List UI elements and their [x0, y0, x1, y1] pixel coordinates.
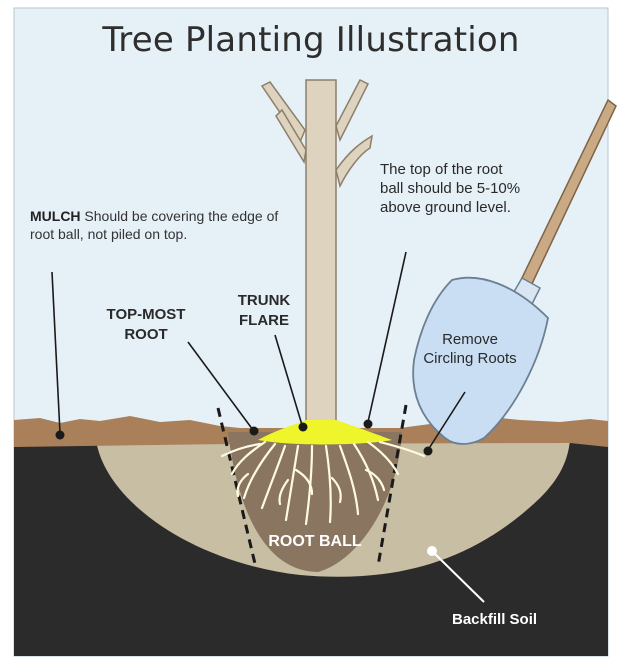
root-ball-label: ROOT BALL [240, 533, 390, 551]
mulch-heading: MULCH [30, 208, 81, 224]
page-title: Tree Planting Illustration [0, 20, 622, 60]
root-ball-height-note: The top of the root ball should be 5-10%… [380, 160, 530, 217]
top-most-root-label: TOP-MOST ROOT [86, 305, 206, 345]
backfill-soil-label: Backfill Soil [452, 611, 592, 628]
trunk-flare-label: TRUNK FLARE [224, 291, 304, 331]
remove-roots-label: Remove Circling Roots [420, 330, 520, 368]
backfill-dot [427, 546, 437, 556]
mulch-label: MULCH Should be covering the edge of roo… [30, 207, 280, 243]
tree-trunk [306, 80, 336, 425]
